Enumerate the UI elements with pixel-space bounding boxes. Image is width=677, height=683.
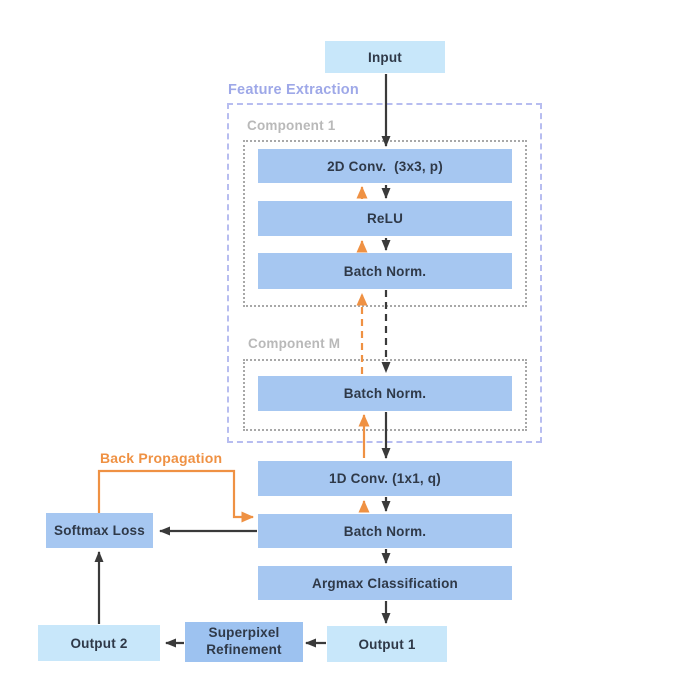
node-superpixel-refinement: Superpixel Refinement (185, 622, 303, 662)
node-output-1-label: Output 1 (358, 636, 416, 652)
node-2d-conv-label: 2D Conv. (3x3, p) (327, 158, 443, 174)
node-1d-conv-label: 1D Conv. (1x1, q) (329, 471, 441, 486)
node-output-2-label: Output 2 (70, 635, 128, 651)
node-output-2: Output 2 (38, 625, 160, 661)
node-superpixel-line2: Refinement (206, 642, 282, 657)
node-batch-norm-2: Batch Norm. (258, 514, 512, 548)
node-batch-norm-1-label: Batch Norm. (343, 263, 427, 279)
back-propagation-label: Back Propagation (100, 450, 223, 466)
component-1-label: Component 1 (247, 118, 336, 133)
node-batch-norm-m: Batch Norm. (258, 376, 512, 411)
arrow-back-propagation-path (97, 469, 254, 523)
node-output-1: Output 1 (327, 626, 447, 662)
node-input-label: Input (368, 49, 402, 65)
feature-extraction-container (227, 103, 542, 443)
node-softmax-loss: Softmax Loss (46, 513, 153, 548)
node-softmax-loss-label: Softmax Loss (54, 523, 145, 538)
node-2d-conv: 2D Conv. (3x3, p) (258, 149, 512, 183)
node-input: Input (325, 41, 445, 73)
node-argmax-classification: Argmax Classification (258, 566, 512, 600)
node-argmax-label: Argmax Classification (312, 575, 458, 591)
node-superpixel-line1: Superpixel (208, 625, 280, 641)
node-batch-norm-1: Batch Norm. (258, 253, 512, 289)
node-relu-label: ReLU (366, 211, 404, 226)
feature-extraction-label: Feature Extraction (228, 82, 359, 98)
node-relu: ReLU (258, 201, 512, 236)
component-m-label: Component M (248, 336, 341, 351)
node-1d-conv: 1D Conv. (1x1, q) (258, 461, 512, 496)
node-batch-norm-2-label: Batch Norm. (343, 523, 427, 539)
node-batch-norm-m-label: Batch Norm. (343, 386, 427, 401)
